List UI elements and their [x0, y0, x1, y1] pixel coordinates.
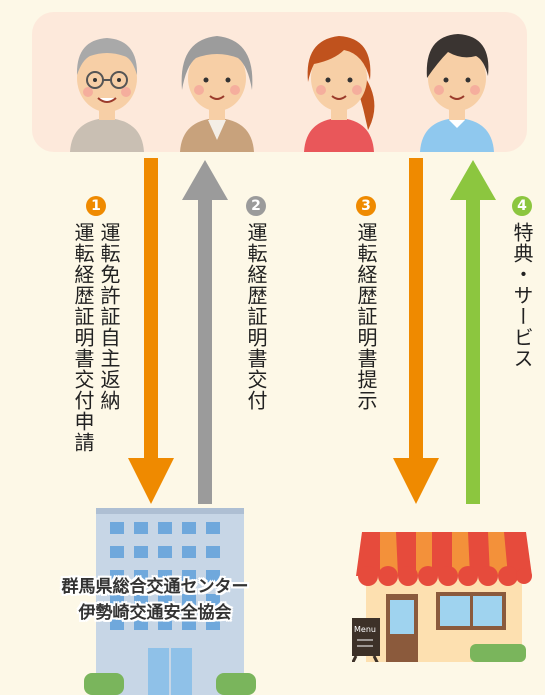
step-2-label: 運転経歴証明書交付 [244, 222, 268, 411]
elderly-woman-avatar [172, 20, 262, 152]
shop-sign: Menu [354, 625, 376, 634]
arrow-up-gray-2 [182, 160, 228, 504]
arrow-up-green-4 [450, 160, 496, 504]
arrow-down-orange-3 [393, 158, 439, 504]
step-1-line-1: 運転免許証自主返納 [97, 222, 121, 411]
step-4-label: 特典・サービス [510, 222, 534, 369]
shop-icon: Menu [352, 532, 532, 662]
step-2-badge: 2 [246, 196, 266, 216]
step-1-badge: 1 [86, 196, 106, 216]
step-3-badge: 3 [356, 196, 376, 216]
young-man-avatar [412, 20, 502, 152]
step-1-line-2: 運転経歴証明書交付申請 [71, 222, 95, 453]
step-1-label: 運転免許証自主返納運転経歴証明書交付申請 [70, 222, 122, 522]
organization-line-1: 群馬県総合交通センター [61, 577, 249, 597]
organization-line-2: 伊勢崎交通安全協会 [78, 603, 232, 623]
arrow-down-orange-1 [128, 158, 174, 504]
step-3-label: 運転経歴証明書提示 [354, 222, 378, 411]
step-4-badge: 4 [512, 196, 532, 216]
young-woman-avatar [294, 20, 384, 152]
traffic-center-building-icon [84, 508, 256, 695]
elderly-man-avatar [62, 20, 152, 152]
